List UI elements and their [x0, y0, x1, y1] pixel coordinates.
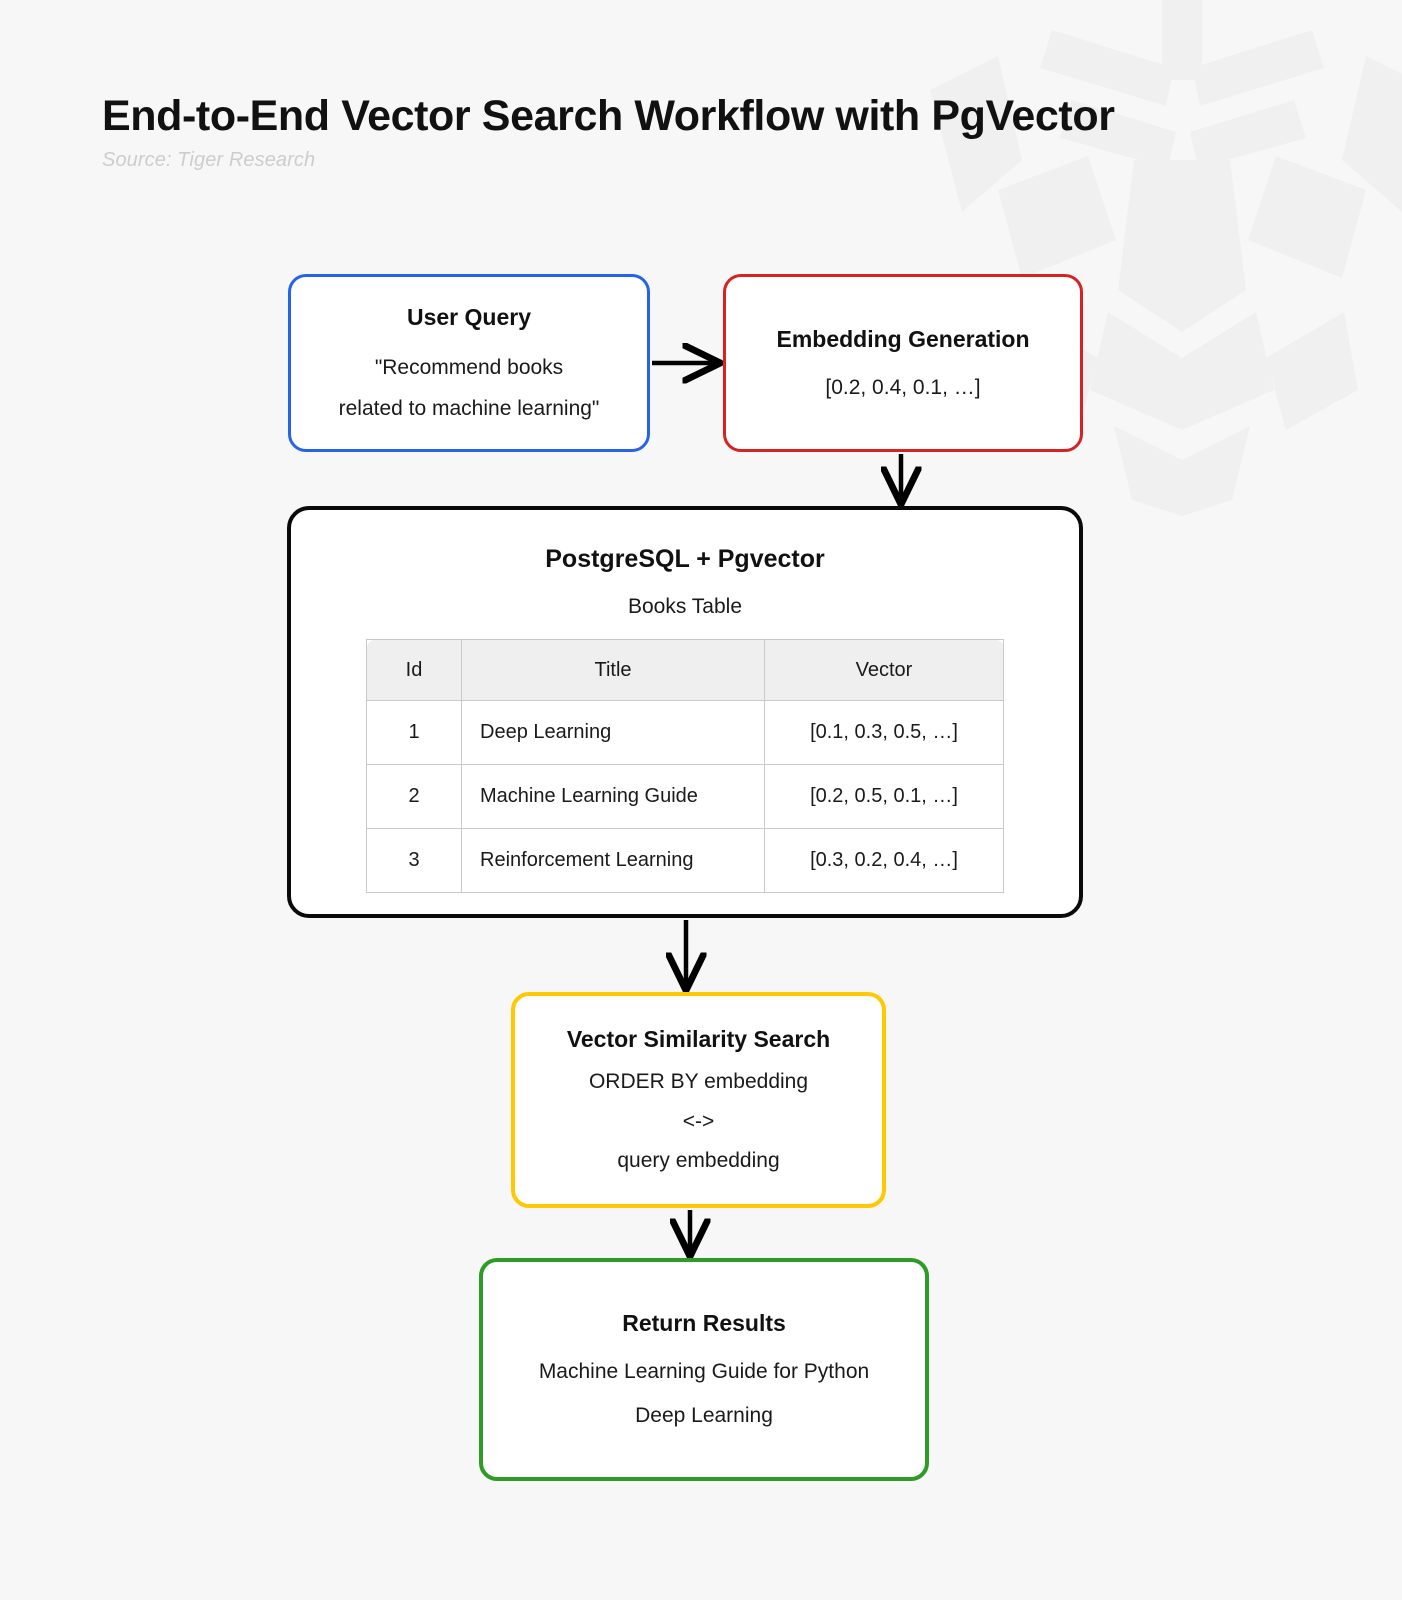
books-table-caption: Books Table	[627, 595, 743, 619]
cell-vector: [0.2, 0.5, 0.1, …]	[764, 764, 1004, 830]
node-vss-line3: query embedding	[617, 1149, 780, 1173]
node-user-query-line2: related to machine learning"	[338, 396, 600, 420]
node-user-query-title: User Query	[406, 304, 531, 331]
column-header-title: Title	[461, 639, 765, 702]
cell-title: Machine Learning Guide	[461, 764, 765, 830]
node-embedding-title: Embedding Generation	[776, 325, 1030, 352]
cell-id: 3	[366, 828, 462, 894]
node-return-results[interactable]: Return Results Machine Learning Guide fo…	[479, 1258, 929, 1481]
table-row: 2 Machine Learning Guide [0.2, 0.5, 0.1,…	[366, 764, 1004, 830]
cell-id: 2	[366, 764, 462, 830]
cell-vector: [0.3, 0.2, 0.4, …]	[764, 828, 1004, 894]
cell-vector: [0.1, 0.3, 0.5, …]	[764, 700, 1004, 766]
cell-title: Deep Learning	[461, 700, 765, 766]
page-title: End-to-End Vector Search Workflow with P…	[102, 92, 1115, 140]
node-return-result-2: Deep Learning	[635, 1403, 773, 1427]
table-row: 3 Reinforcement Learning [0.3, 0.2, 0.4,…	[366, 828, 1004, 894]
column-header-id: Id	[366, 639, 462, 702]
source-attribution: Source: Tiger Research	[102, 149, 316, 172]
cell-id: 1	[366, 700, 462, 766]
node-postgres-title: PostgreSQL + Pgvector	[545, 545, 825, 573]
node-postgresql-pgvector[interactable]: PostgreSQL + Pgvector Books Table Id Tit…	[287, 506, 1083, 918]
column-header-vector: Vector	[764, 639, 1004, 702]
node-vector-similarity-search[interactable]: Vector Similarity Search ORDER BY embedd…	[511, 992, 886, 1208]
node-user-query[interactable]: User Query "Recommend books related to m…	[288, 274, 650, 452]
books-table: Id Title Vector 1 Deep Learning [0.1, 0.…	[366, 639, 1004, 894]
node-vss-title: Vector Similarity Search	[566, 1026, 831, 1053]
node-vss-line1: ORDER BY embedding	[588, 1069, 809, 1093]
cell-title: Reinforcement Learning	[461, 828, 765, 894]
node-user-query-line1: "Recommend books	[374, 356, 564, 380]
node-embedding-generation[interactable]: Embedding Generation [0.2, 0.4, 0.1, …]	[723, 274, 1083, 452]
header: End-to-End Vector Search Workflow with P…	[102, 92, 1115, 172]
node-embedding-vector: [0.2, 0.4, 0.1, …]	[825, 375, 981, 399]
node-vss-operator: <->	[682, 1109, 715, 1133]
node-return-result-1: Machine Learning Guide for Python	[538, 1360, 870, 1384]
node-return-title: Return Results	[622, 1310, 786, 1337]
table-header-row: Id Title Vector	[366, 639, 1004, 702]
table-row: 1 Deep Learning [0.1, 0.3, 0.5, …]	[366, 700, 1004, 766]
